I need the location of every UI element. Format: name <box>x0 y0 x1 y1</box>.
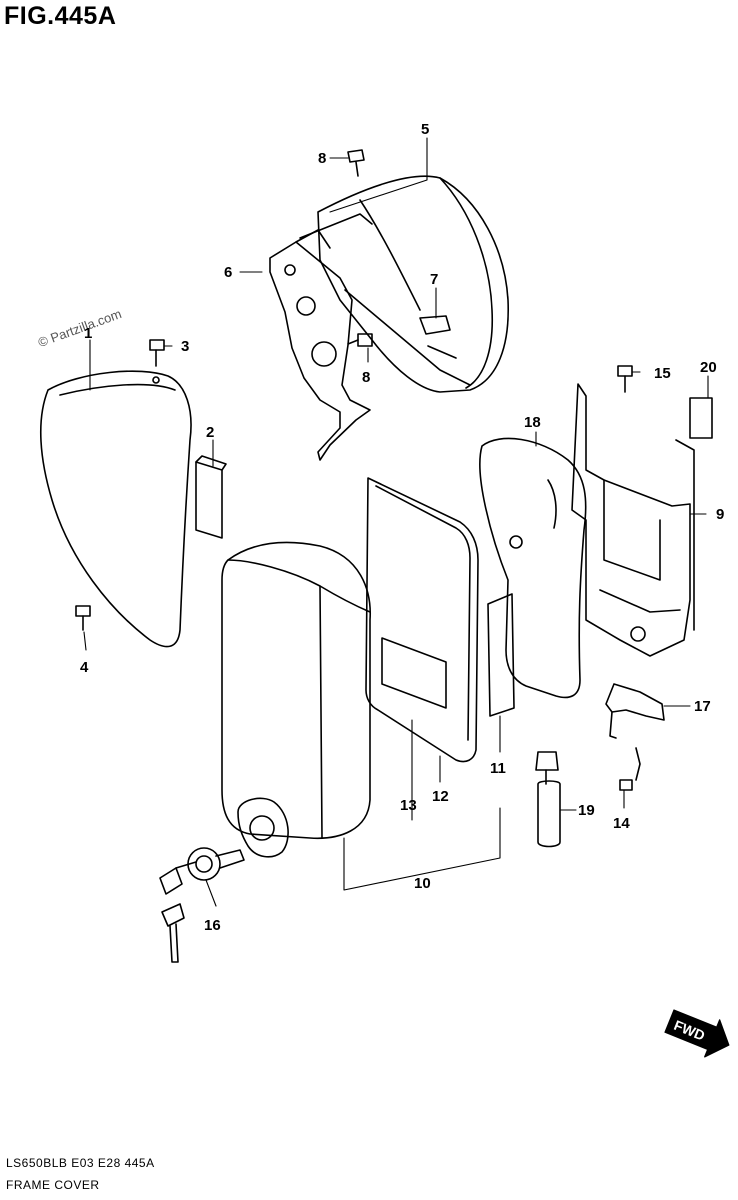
part-6-bracket-plate[interactable] <box>269 213 373 461</box>
part-2-pad[interactable] <box>195 455 227 539</box>
part-16-key-lock[interactable] <box>159 797 289 963</box>
part-18-right-side-cover[interactable] <box>479 437 587 699</box>
part-7-clip[interactable] <box>419 315 457 359</box>
part-5-frame-cover-upper[interactable] <box>317 175 509 393</box>
callout-3: 3 <box>181 338 189 355</box>
callout-18: 18 <box>524 414 541 431</box>
figure-title: FIG.445A <box>4 2 117 30</box>
part-10-tool-box[interactable] <box>221 541 371 840</box>
leader-lines <box>83 137 709 907</box>
callout-19: 19 <box>578 802 595 819</box>
callout-8-upper: 8 <box>318 150 326 167</box>
callout-4: 4 <box>80 659 89 676</box>
footer-name: FRAME COVER <box>6 1178 100 1192</box>
callout-9: 9 <box>716 506 724 523</box>
part-11-pad[interactable] <box>487 593 515 717</box>
part-3-screw[interactable] <box>149 339 165 367</box>
callout-12: 12 <box>432 788 449 805</box>
callout-5: 5 <box>421 121 429 138</box>
callout-11: 11 <box>490 760 506 777</box>
part-8-screw-middle[interactable] <box>347 333 373 347</box>
callout-17: 17 <box>694 698 711 715</box>
callout-16: 16 <box>204 917 221 934</box>
callout-1: 1 <box>84 325 92 342</box>
callout-2: 2 <box>206 424 214 441</box>
callout-6: 6 <box>224 264 232 281</box>
footer-code: LS650BLB E03 E28 445A <box>6 1156 155 1170</box>
part-12-lid-frame[interactable] <box>365 477 479 763</box>
part-14-screw[interactable] <box>619 747 641 791</box>
part-17-clamp[interactable] <box>605 683 665 739</box>
callout-14: 14 <box>613 815 630 832</box>
callout-20: 20 <box>700 359 717 376</box>
part-8-screw-upper[interactable] <box>347 149 365 177</box>
callout-15: 15 <box>654 365 671 382</box>
part-4-screw[interactable] <box>75 605 91 631</box>
fwd-arrow: FWD <box>664 1009 730 1058</box>
callout-8-lower: 8 <box>362 369 370 386</box>
part-9-bracket-frame[interactable] <box>571 383 695 657</box>
callout-7: 7 <box>430 271 438 288</box>
part-1-left-side-cover[interactable] <box>40 370 192 648</box>
part-15-screw[interactable] <box>617 365 633 393</box>
callout-labels: 1 2 3 4 5 6 7 8 8 9 10 11 12 13 14 15 16… <box>80 121 724 934</box>
callout-13: 13 <box>400 797 417 814</box>
callout-10: 10 <box>414 875 431 892</box>
part-19-cylinder[interactable] <box>535 751 561 848</box>
part-20-pad[interactable] <box>689 397 713 439</box>
part-13-label[interactable] <box>381 637 447 709</box>
